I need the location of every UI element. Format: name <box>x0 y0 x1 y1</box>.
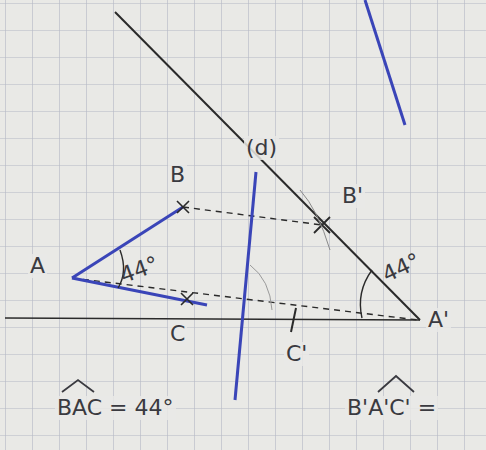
point-label: C' <box>284 342 309 366</box>
point-label: B <box>168 163 187 187</box>
angle-statement: BAC = 44° <box>55 396 176 420</box>
angle-hat <box>378 376 414 392</box>
point-label: A <box>28 254 47 278</box>
blue-line <box>365 0 405 125</box>
angle-hat <box>62 380 94 392</box>
mediator-line <box>235 172 256 400</box>
point-label: B' <box>340 184 365 208</box>
angle-arc <box>360 270 372 318</box>
compass-arc <box>250 265 272 310</box>
point-mark <box>314 217 330 233</box>
point-label: C <box>168 322 187 346</box>
point-mark <box>181 293 193 305</box>
line-label: (d) <box>244 136 279 160</box>
compass-arc <box>300 190 330 250</box>
point-mark <box>291 308 296 332</box>
axis-line <box>115 12 420 320</box>
base-line <box>5 318 420 320</box>
point-label: A' <box>426 308 451 332</box>
point-mark <box>177 201 189 213</box>
angle-statement: B'A'C' = <box>345 396 438 420</box>
